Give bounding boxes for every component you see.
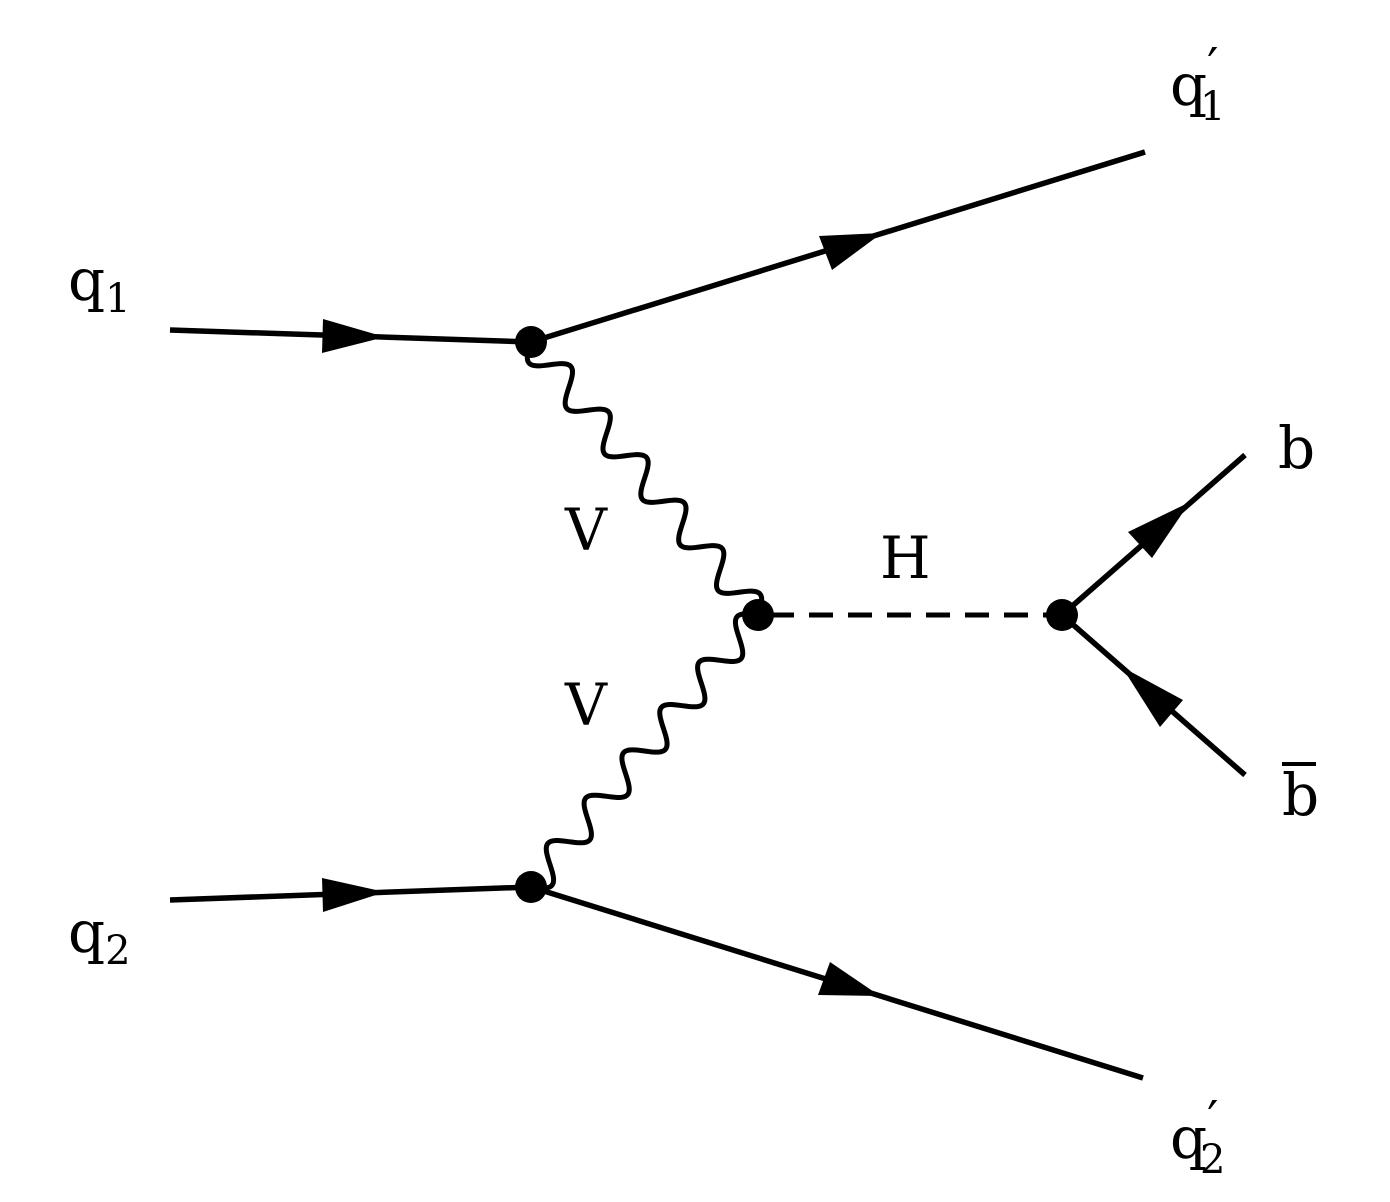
v-boson-lower-wavy-line [530, 611, 759, 891]
vertex-vvh [742, 599, 774, 631]
label-higgs: H [880, 524, 931, 592]
q1-prime-arrow-icon [819, 233, 882, 270]
label-q2-prime: q′2 [1170, 1090, 1225, 1183]
vertex-bottom [515, 871, 547, 903]
bbar-arrow-icon [1122, 667, 1183, 727]
vertex-top [515, 326, 547, 358]
vertex-hbb [1046, 599, 1078, 631]
label-bbar: b [1282, 761, 1319, 829]
q2-arrow-icon [322, 878, 385, 912]
v-boson-upper-wavy-line [524, 341, 765, 616]
b-arrow-icon [1128, 502, 1190, 558]
label-q2: q2 [68, 898, 131, 974]
label-v-lower: V [564, 671, 608, 739]
label-b: b [1278, 414, 1315, 482]
label-v-upper: V [564, 496, 608, 564]
q2-prime-arrow-icon [818, 962, 880, 996]
label-q1: q1 [68, 246, 131, 322]
label-q1-prime: q′1 [1170, 37, 1225, 130]
q1-arrow-icon [322, 319, 385, 353]
